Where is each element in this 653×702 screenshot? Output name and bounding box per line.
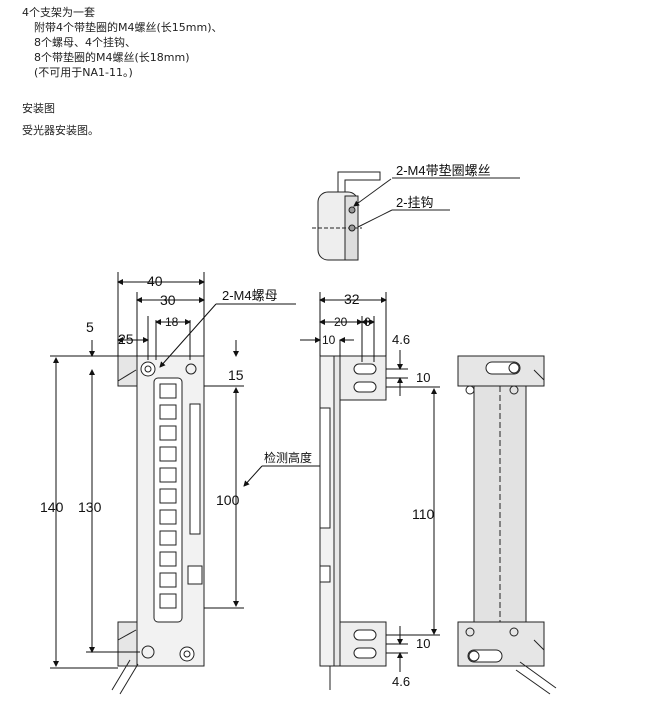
- dim-32: 32: [344, 291, 360, 307]
- dim-18: 18: [165, 315, 179, 329]
- back-view: [457, 355, 557, 695]
- dim-10-bottom: 10: [416, 636, 430, 651]
- dim-25: 25: [118, 331, 134, 347]
- header-line-2: 8个螺母、4个挂钩、: [34, 36, 136, 49]
- callout-nut: 2-M4螺母: [222, 288, 278, 303]
- dim-30: 30: [160, 292, 176, 308]
- side-view: [319, 355, 387, 690]
- header-line-4: (不可用于NA1-11。): [34, 66, 133, 79]
- dim-10-side: 10: [322, 333, 336, 347]
- header-line-3: 8个带垫圈的M4螺丝(长18mm): [34, 51, 190, 64]
- hook-detail: [312, 171, 520, 261]
- dim-6: 6: [364, 315, 371, 329]
- dim-15: 15: [228, 367, 244, 383]
- dim-5: 5: [86, 319, 94, 335]
- dim-20: 20: [334, 315, 348, 329]
- dim-100: 100: [216, 492, 240, 508]
- dim-110: 110: [412, 506, 435, 522]
- dim-140: 140: [40, 499, 64, 515]
- dim-130: 130: [78, 499, 102, 515]
- header-line-1: 附带4个带垫圈的M4螺丝(长15mm)、: [34, 21, 223, 34]
- dim-40: 40: [147, 273, 163, 289]
- section-subheading: 受光器安装图。: [22, 124, 99, 137]
- dim-4-6-top: 4.6: [392, 332, 410, 347]
- dim-10-top: 10: [416, 370, 430, 385]
- header-title: 4个支架为一套: [22, 6, 95, 19]
- front-view: [111, 355, 205, 695]
- section-heading: 安装图: [22, 102, 55, 115]
- dim-4-6-bottom: 4.6: [392, 674, 410, 689]
- callout-detect-height: 检测高度: [264, 450, 312, 465]
- callout-screw-washer: 2-M4带垫圈螺丝: [396, 163, 491, 178]
- callout-hook: 2-挂钩: [396, 195, 434, 210]
